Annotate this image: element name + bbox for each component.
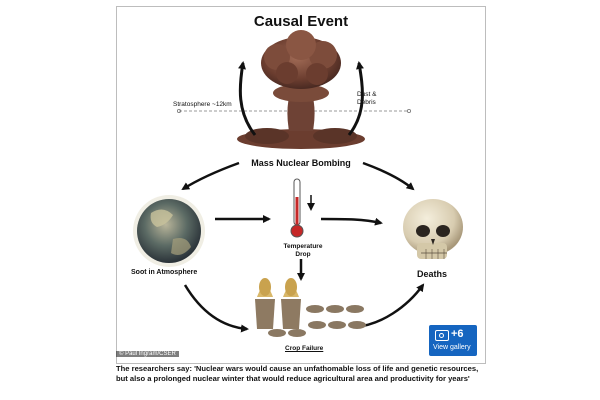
mushroom-cloud-icon [237,30,365,149]
diagram-graphic [133,30,463,337]
arrow-up-right [347,61,364,136]
arrow-soot-to-crops [183,284,249,333]
deaths-label: Deaths [417,269,448,279]
earth-icon [133,195,205,267]
photo-credit: © Paul Ingram/CSER [116,351,179,357]
stratosphere-label: Stratosphere ~12km [173,101,232,108]
arrow-up-left [238,61,257,136]
crop-failure-icon [255,278,366,337]
arrow-crops-to-deaths [354,283,425,329]
dust-debris-label: Dust & Debris [357,91,377,106]
temperature-drop-label: Temperature Drop [283,243,323,258]
camera-icon [435,330,449,341]
arrow-to-soot [181,161,240,191]
diagram-figure: Causal Event Stratosphere ~12km Dust & D… [116,6,486,364]
crop-failure-label: Crop Failure [285,345,324,352]
gallery-label: View gallery [433,344,471,351]
mass-nuclear-bombing-label: Mass Nuclear Bombing [251,158,351,168]
thermometer-icon [290,178,315,238]
gallery-count: +6 [451,328,464,340]
skull-icon [403,199,463,259]
view-gallery-button[interactable]: +6 View gallery [429,325,477,356]
image-caption: The researchers say: 'Nuclear wars would… [116,364,479,383]
diagram-title: Causal Event [253,13,349,30]
soot-label: Soot in Atmosphere [131,269,198,276]
arrow-to-deaths [362,161,415,191]
arrow-temp-to-deaths [320,217,383,226]
